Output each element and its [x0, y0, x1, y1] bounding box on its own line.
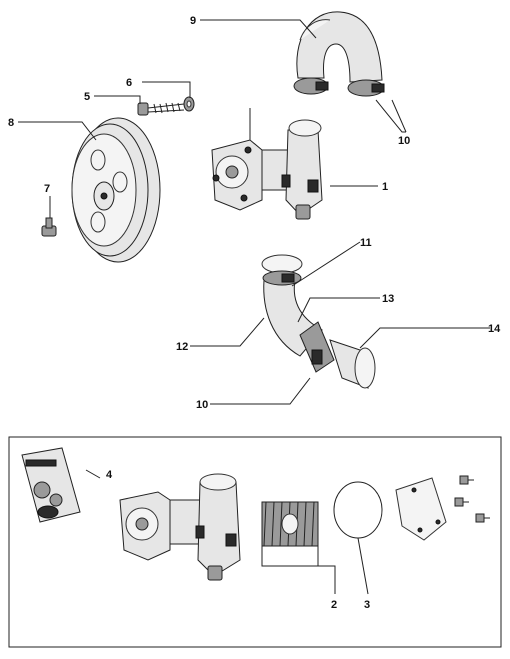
leader-lines: [18, 19, 490, 595]
hose-adapter-part-14: [329, 339, 376, 389]
impeller-part-2: [261, 501, 319, 547]
callout-7: 7: [44, 183, 50, 195]
callout-3: 3: [364, 599, 370, 611]
callout-6: 6: [126, 77, 132, 89]
cover-plate: [395, 477, 447, 541]
kit-water-pump: [119, 473, 241, 581]
callout-8: 8: [8, 117, 14, 129]
upper-hose-part-9: [293, 11, 385, 97]
pulley-part-8: [71, 117, 161, 263]
callout-14: 14: [488, 323, 501, 335]
water-pump-part-1: [211, 108, 323, 220]
hose-clamp-part-13: [299, 321, 335, 373]
bolt-part-5: [137, 102, 185, 116]
callout-9: 9: [190, 15, 196, 27]
callout-13: 13: [382, 293, 394, 305]
callout-4: 4: [106, 469, 113, 481]
callout-2: 2: [331, 599, 337, 611]
callout-10a: 10: [398, 135, 410, 147]
callout-12: 12: [176, 341, 188, 353]
washer-part-6: [183, 96, 195, 112]
callout-10b: 10: [196, 399, 208, 411]
hose-clamp-part-11: [261, 254, 303, 286]
screws: [454, 475, 490, 523]
service-kit-package-part-4: [21, 447, 81, 523]
bolt-part-7: [41, 217, 57, 237]
o-ring-part-3: [333, 481, 383, 539]
callout-11: 11: [360, 237, 372, 249]
callout-1: 1: [382, 181, 388, 193]
service-kit-frame: [8, 436, 502, 648]
callout-5: 5: [84, 91, 90, 103]
